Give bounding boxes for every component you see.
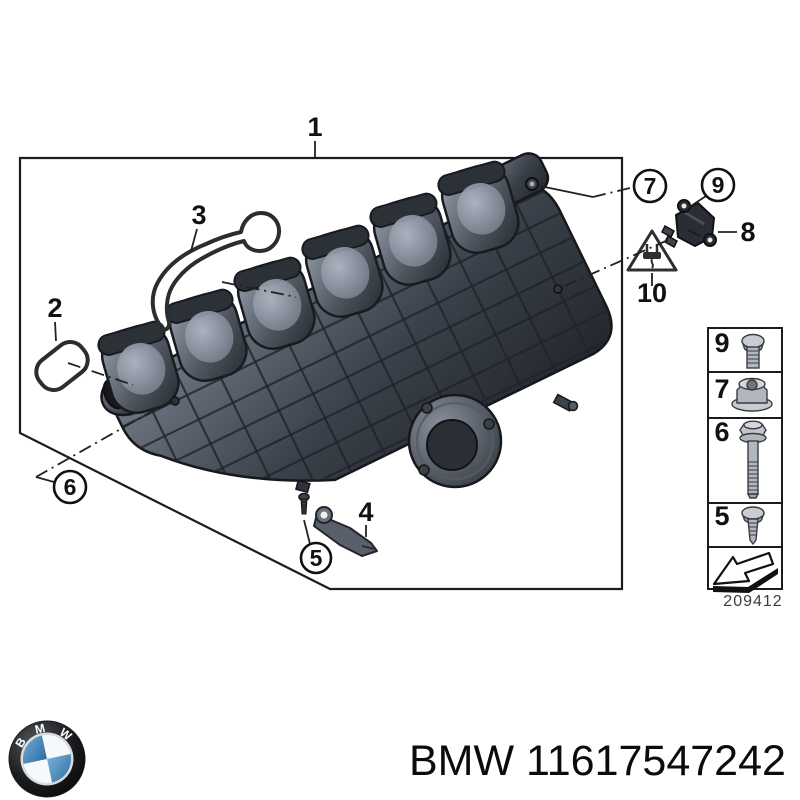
callout-2-label: 2 (47, 293, 62, 323)
callout-6-line (35, 476, 55, 483)
footer: B M W BMW 11617547242 (8, 720, 786, 798)
callout-9-line (687, 195, 707, 209)
runner-tube-4 (301, 224, 384, 318)
callout-3: 3 (190, 200, 297, 298)
callout-9-circle (700, 167, 736, 203)
callout-10-label: 10 (637, 278, 667, 308)
callout-8: 8 (718, 217, 756, 247)
fastener-legend: 9 7 6 (707, 327, 783, 610)
callout-9-label: 9 (712, 172, 725, 198)
callout-8-label: 8 (740, 217, 755, 247)
callout-3-label: 3 (191, 200, 206, 230)
callout-5-circle (299, 541, 333, 575)
direction-arrow-icon (712, 551, 778, 593)
callout-7: 7 (539, 168, 668, 204)
callout-1-label: 1 (307, 112, 322, 142)
callout-6-label: 6 (64, 474, 77, 500)
callout-9: 9 (559, 167, 736, 289)
legend-row-6: 6 (714, 417, 767, 499)
logo-letter-m: M (34, 721, 47, 737)
callout-4: 4 (358, 497, 374, 537)
manifold-body-group (105, 152, 621, 550)
legend-box (707, 327, 783, 590)
callout-7-circle (632, 168, 668, 204)
screw-part5 (298, 492, 310, 515)
legend-row-5-label: 5 (714, 501, 729, 531)
callout-5: 5 (299, 519, 333, 575)
drawing-number: 209412 (723, 593, 782, 610)
callout-2-line (54, 321, 57, 342)
callout-7-dashdot (592, 186, 635, 198)
bolt-hole-left (170, 396, 180, 406)
callout-3-line (190, 228, 198, 252)
runner-tube-5 (369, 192, 452, 286)
callout-2: 2 (47, 293, 134, 386)
bracket-mount-boss (294, 479, 311, 494)
callout-4-label: 4 (358, 497, 373, 527)
oval-gasket-part2 (34, 340, 90, 392)
hex-flange-bolt-icon (739, 420, 767, 499)
nipple-tip (567, 400, 579, 412)
sensor-part8 (661, 199, 717, 249)
mount-bolt-head (529, 181, 535, 187)
callout-9-dashdot (559, 239, 669, 289)
callout-10: 10 (637, 273, 667, 308)
rib-lines-vertical (134, 193, 592, 540)
legend-dividers (708, 371, 782, 548)
runner-tube-2 (165, 288, 248, 382)
bmw-quadrants (23, 735, 71, 783)
legend-row-6-label: 6 (714, 417, 729, 447)
legend-row-9-label: 9 (714, 328, 729, 358)
callout-7-label: 7 (644, 173, 657, 199)
runner-tube-3 (233, 256, 316, 350)
runner-tube-6 (437, 160, 520, 254)
hex-flange-nut-icon (731, 377, 773, 412)
throttle-flange (407, 393, 503, 489)
electrical-plug-warning-triangle-icon (626, 229, 678, 272)
callout-3-dashdot (221, 281, 297, 298)
support-bracket-part4 (313, 506, 378, 557)
legend-row-7-label: 7 (714, 374, 729, 404)
callout-2-dashdot (67, 362, 134, 386)
intake-manifold-illustration (97, 152, 621, 550)
part-number-text: BMW 11617547242 (409, 737, 786, 785)
callout-1: 1 (307, 112, 323, 158)
sensor-mount-hole (553, 284, 563, 294)
callout-7-line (539, 185, 594, 198)
bmw-roundel-icon: B M W (8, 720, 86, 798)
legend-row-5: 5 (714, 501, 765, 546)
legend-row-7: 7 (714, 374, 773, 412)
callout-5-line (303, 519, 311, 545)
profile-gasket-part3 (150, 211, 282, 332)
self-tapping-screw-icon (741, 506, 765, 546)
plug-icon (643, 244, 661, 269)
callout-6-circle (52, 469, 88, 505)
runner-tube-1 (97, 320, 180, 414)
callout-5-label: 5 (310, 545, 323, 571)
pan-head-screw-icon (741, 333, 765, 369)
legend-row-9: 9 (714, 328, 765, 369)
runner-tubes (97, 160, 520, 414)
callout-6-dashdot (35, 400, 171, 478)
callout-6: 6 (35, 400, 171, 505)
